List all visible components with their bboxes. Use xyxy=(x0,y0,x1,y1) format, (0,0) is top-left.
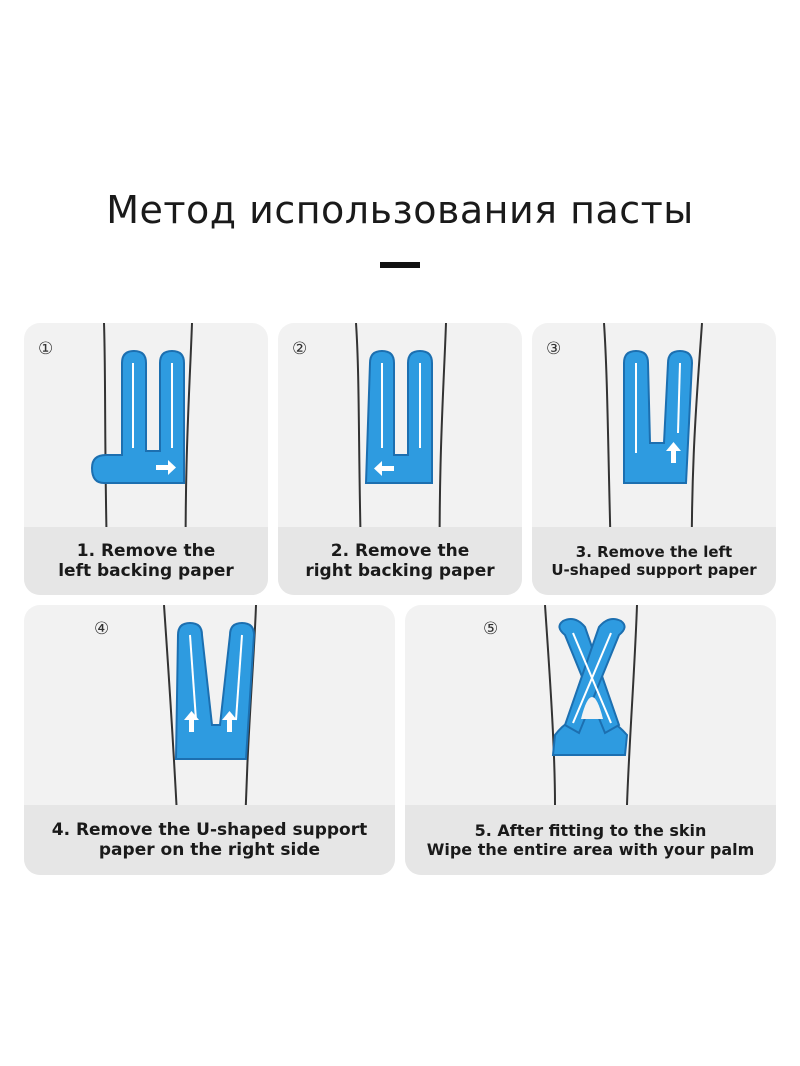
step-number: ③ xyxy=(546,339,562,359)
caption-line-2: left backing paper xyxy=(58,561,234,581)
step-card-4: ④ 4. Remove the U-shaped support paper o… xyxy=(24,605,395,875)
step-card-5: ⑤ 5. After fitting to the skin Wipe the … xyxy=(405,605,776,875)
step-caption: 4. Remove the U-shaped support paper on … xyxy=(24,805,395,875)
arrow-left-icon xyxy=(374,461,394,476)
step-caption: 3. Remove the left U-shaped support pape… xyxy=(532,527,776,595)
step-5-illustration xyxy=(544,605,638,806)
caption-line-2: Wipe the entire area with your palm xyxy=(426,840,755,859)
caption-line-2: U-shaped support paper xyxy=(551,561,757,579)
step-2-illustration xyxy=(355,323,447,595)
arrow-right-icon xyxy=(156,460,176,475)
step-caption: 5. After fitting to the skin Wipe the en… xyxy=(405,805,776,875)
step-card-2: ② 2. Remove the right backing paper xyxy=(278,323,522,595)
arrow-up-icon xyxy=(666,442,681,463)
caption-line-1: 1. Remove the xyxy=(76,541,216,561)
step-card-1: ① 1. Remove the left backing paper xyxy=(24,323,268,595)
caption-line-2: paper on the right side xyxy=(98,840,321,860)
caption-line-2: right backing paper xyxy=(305,561,495,581)
title-underline xyxy=(380,262,420,268)
caption-line-1: 5. After fitting to the skin xyxy=(474,821,707,840)
step-number: ② xyxy=(292,339,308,359)
cross-tape-icon xyxy=(551,618,629,756)
step-number: ① xyxy=(38,339,54,359)
caption-line-1: 3. Remove the left xyxy=(575,543,733,561)
page-title: Метод использования пасты xyxy=(106,188,694,232)
caption-line-1: 2. Remove the xyxy=(330,541,470,561)
step-3-illustration xyxy=(603,323,703,595)
step-number: ④ xyxy=(94,619,110,639)
caption-line-1: 4. Remove the U-shaped support xyxy=(51,820,368,840)
step-caption: 2. Remove the right backing paper xyxy=(278,527,522,595)
step-caption: 1. Remove the left backing paper xyxy=(24,527,268,595)
step-number: ⑤ xyxy=(483,619,499,639)
arrow-up-icon xyxy=(184,711,199,732)
arrow-up-icon xyxy=(222,711,237,732)
step-card-3: ③ 3. Remove the left U-shaped support pa… xyxy=(532,323,776,595)
